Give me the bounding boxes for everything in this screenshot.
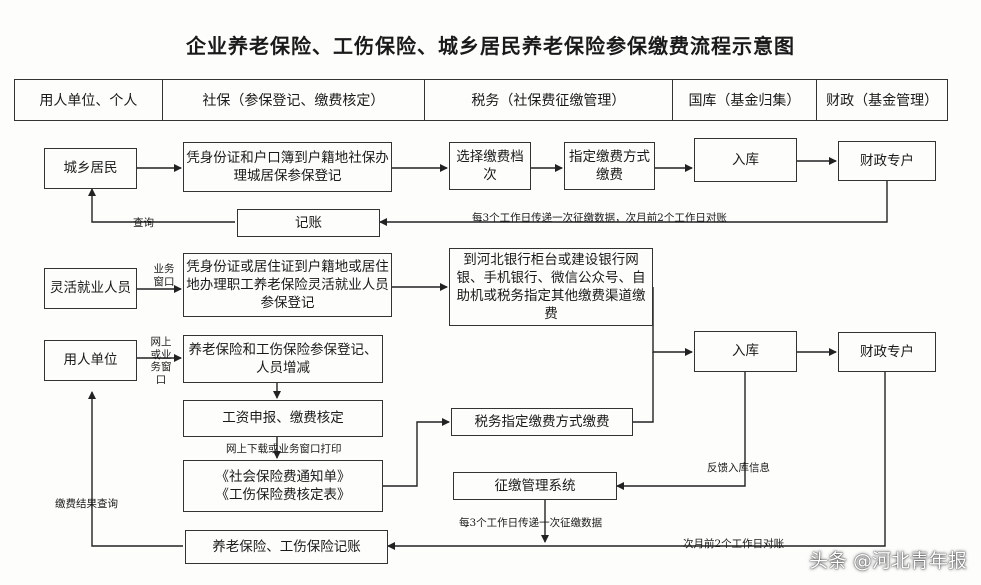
finance-account-box: 财政专户 — [838, 141, 936, 181]
arrow-notices-tax — [383, 418, 450, 487]
transfer-note-1: 每3个工作日传递一次征缴数据，次月前2个工作日对账 — [472, 212, 727, 224]
finance-account-box-2: 财政专户 — [838, 332, 936, 372]
choose-level-box: 选择缴费档次 — [449, 142, 531, 190]
lane-treasury: 国库（基金归集） — [673, 80, 818, 120]
flexible-worker-box: 灵活就业人员 — [44, 268, 137, 309]
resident-register-box: 凭身份证和户口簿到户籍地社保办理城居保参保登记 — [183, 142, 392, 192]
employer-bookkeeping-box: 养老保险、工伤保险记账 — [185, 530, 388, 564]
designate-method-box: 指定缴费方式缴费 — [564, 142, 655, 190]
treasury-box-2: 入库 — [694, 331, 797, 372]
collection-system-box: 征缴管理系统 — [453, 472, 617, 500]
arrow-reconcile-bookkeeping-2 — [387, 372, 886, 550]
feedback-label: 反馈入库信息 — [707, 462, 770, 474]
download-note: 网上下载或业务窗口打印 — [226, 443, 342, 455]
query-label: 查询 — [133, 217, 154, 229]
notice-form-1: 《社会保险费通知单》 — [215, 468, 351, 485]
arrow-result-query — [88, 391, 183, 547]
arrow-feedback — [616, 372, 746, 490]
resident-box: 城乡居民 — [44, 148, 137, 189]
notice-form-2: 《工伤保险费核定表》 — [215, 487, 351, 503]
lane-finance: 财政（基金管理） — [826, 93, 939, 109]
lane-social-security: 社保（参保登记、缴费核定） — [163, 80, 426, 120]
wage-report-box: 工资申报、缴费核定 — [183, 400, 383, 437]
tax-designated-box: 税务指定缴费方式缴费 — [451, 408, 633, 436]
swimlane-header: 用人单位、个人 社保（参保登记、缴费核定） 税务（社保费征缴管理） 国库（基金归… — [14, 79, 948, 121]
bookkeeping-box: 记账 — [237, 209, 380, 237]
online-window-label: 网上或业务窗口 — [150, 336, 172, 386]
transfer-note-2: 每3个工作日传递一次征缴数据 — [459, 517, 603, 529]
lane-tax: 税务（社保费征缴管理） — [425, 80, 673, 120]
arrow-bank-treasury — [652, 287, 693, 356]
reconcile-note: 次月前2个工作日对账 — [683, 538, 785, 550]
diagram-title: 企业养老保险、工伤保险、城乡居民养老保险参保缴费流程示意图 — [186, 34, 795, 58]
lane-employer-individual: 用人单位、个人 — [15, 80, 163, 120]
source-watermark: 头条 @河北青年报 — [808, 550, 967, 572]
result-query-label: 缴费结果查询 — [55, 498, 118, 510]
bank-channels-box: 到河北银行柜台或建设银行网银、手机银行、微信公众号、自助机或税务指定其他缴费渠道… — [449, 248, 653, 326]
employer-box: 用人单位 — [44, 340, 137, 381]
employer-register-box: 养老保险和工伤保险参保登记、人员增减 — [183, 335, 383, 383]
arrow-reconcile-bookkeeping — [379, 180, 888, 226]
treasury-box: 入库 — [694, 138, 797, 182]
notices-box: 《社会保险费通知单》 《工伤保险费核定表》 — [183, 460, 383, 512]
flexible-register-box: 凭身份证或居住证到户籍地或居住地办理职工养老保险灵活就业人员参保登记 — [183, 253, 392, 317]
business-window-label: 业务窗口 — [153, 263, 175, 288]
arrow-bookkeeping-query — [88, 188, 235, 223]
